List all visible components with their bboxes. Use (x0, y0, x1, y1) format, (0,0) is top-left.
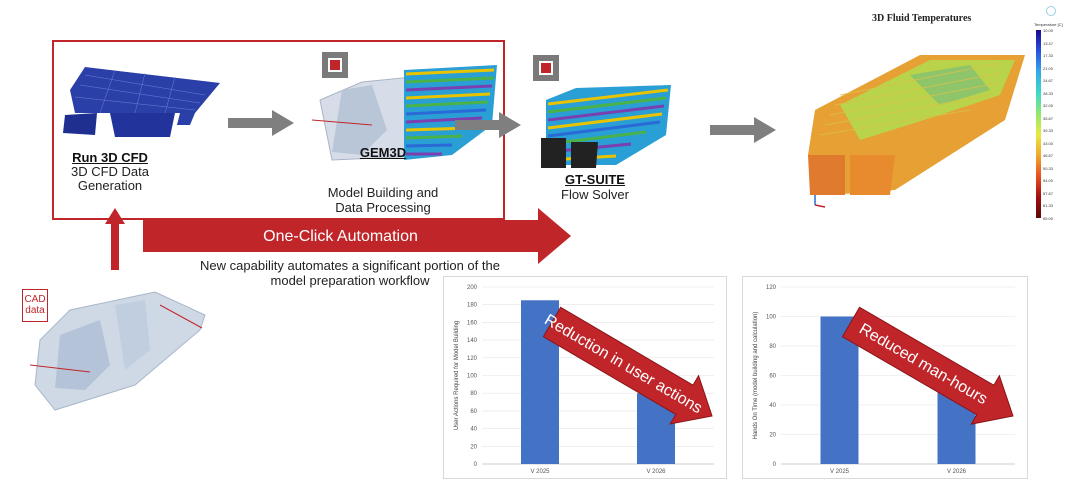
legend-tick-label: 24.67 (1043, 78, 1054, 84)
legend-tick-label: 50.33 (1043, 165, 1054, 171)
settings-icon[interactable] (1046, 6, 1056, 16)
cad-model-image (30, 291, 206, 411)
automation-caption-line-2: model preparation workflow (270, 273, 430, 288)
cfd-mesh-image (63, 67, 220, 137)
y-tick-label: 20 (470, 444, 477, 450)
legend-tick-label: 28.33 (1043, 90, 1054, 96)
temperature-legend-ticks: 10.00 13.47 17.33 21.00 24.67 28.33 32.00 35.67… (1043, 28, 1063, 221)
y-tick-label: 40 (769, 403, 776, 409)
y-tick-label: 120 (766, 285, 777, 291)
y-tick-label: 80 (769, 344, 776, 350)
legend-tick-label: 65.00 (1043, 216, 1054, 221)
legend-tick-label: 61.33 (1043, 203, 1054, 209)
man-hours-chart-svg: 0 20 40 60 80 100 120 V 2025 V 2026 Hands On Time… (753, 285, 1015, 475)
x-tick-label: V 2026 (646, 469, 666, 475)
legend-tick-label: 32.00 (1043, 103, 1054, 109)
legend-tick-label: 10.00 (1043, 28, 1054, 33)
user-actions-chart: 0 20 40 60 80 100 120 140 160 180 200 V 2025 V 2026 U… (443, 276, 727, 479)
y-tick-label: 200 (467, 285, 478, 291)
y-tick-label: 120 (467, 356, 478, 362)
step-3-title: GT-SUITE (565, 172, 625, 187)
x-tick-label: V 2025 (830, 469, 850, 475)
gt-suite-app-icon (533, 55, 559, 81)
gt-suite-model-image (541, 85, 671, 168)
user-actions-chart-svg: 0 20 40 60 80 100 120 140 160 180 200 V 2025 V 2026 U… (454, 285, 714, 475)
legend-tick-label: 54.00 (1043, 178, 1054, 184)
legend-tick-label: 35.67 (1043, 115, 1054, 121)
y-tick-label: 80 (470, 391, 477, 397)
man-hours-chart: 0 20 40 60 80 100 120 V 2025 V 2026 Hands On Time… (742, 276, 1028, 479)
trend-arrow-shape (841, 306, 1014, 425)
y-tick-label: 0 (474, 462, 478, 468)
automation-caption-line-1: New capability automates a significant p… (200, 258, 500, 273)
y-tick-label: 160 (467, 320, 478, 326)
step-2-subtitle-1: Model Building and (327, 185, 439, 200)
trend-arrow-shape (542, 306, 713, 425)
arrow-up-icon (105, 208, 125, 270)
trend-arrow: Reduced man-hours (841, 306, 1014, 425)
temperature-plot-title: 3D Fluid Temperatures (872, 13, 972, 24)
automation-label: One-Click Automation (263, 228, 418, 245)
legend-tick-label: 17.33 (1043, 53, 1054, 59)
legend-tick-label: 21.00 (1043, 65, 1054, 71)
step-3-subtitle: Flow Solver (561, 187, 629, 202)
temperature-colorbar (1036, 30, 1041, 218)
y-axis-label: User Actions Required for Model Building (454, 321, 460, 430)
y-tick-label: 40 (470, 427, 477, 433)
temperature-plot-image (808, 55, 1025, 208)
y-tick-label: 100 (766, 315, 777, 321)
legend-tick-label: 39.33 (1043, 128, 1054, 134)
legend-tick-label: 46.67 (1043, 153, 1054, 159)
gem3d-app-icon (322, 52, 348, 78)
step-2-title: GEM3D (359, 145, 407, 160)
y-tick-label: 20 (769, 433, 776, 439)
cad-label-line-2: data (25, 305, 45, 316)
cad-label-line-1: CAD (24, 294, 46, 305)
legend-tick-label: 43.00 (1043, 140, 1054, 146)
trend-arrow-label: Reduction in user actions (541, 312, 705, 418)
legend-tick-label: 57.67 (1043, 190, 1054, 196)
y-tick-label: 0 (773, 462, 777, 468)
y-tick-label: 140 (467, 338, 478, 344)
step-1-title: Run 3D CFD (72, 150, 148, 165)
y-axis-label: Hands On Time (model building and calcul… (753, 312, 759, 440)
gem3d-model-image (312, 65, 497, 161)
arrow-right-icon (710, 117, 776, 143)
y-tick-label: 60 (470, 409, 477, 415)
automation-arrow (143, 208, 571, 264)
y-tick-label: 180 (467, 303, 478, 309)
step-1-subtitle-1: 3D CFD Data (70, 164, 150, 179)
y-tick-label: 100 (467, 374, 478, 380)
arrow-right-icon (228, 110, 294, 136)
y-tick-label: 60 (769, 374, 776, 380)
arrow-right-icon (455, 112, 521, 138)
legend-tick-label: 13.47 (1043, 40, 1054, 46)
trend-arrow: Reduction in user actions (541, 306, 713, 425)
trend-arrow-label: Reduced man-hours (856, 321, 990, 408)
step-2-subtitle-2: Data Processing (335, 200, 431, 215)
temperature-legend-title: Temperature [C] (1034, 22, 1063, 27)
x-tick-label: V 2026 (947, 469, 967, 475)
step-1-subtitle-2: Generation (77, 178, 143, 193)
x-tick-label: V 2025 (530, 469, 550, 475)
cad-file-icon: CAD data (22, 289, 48, 322)
